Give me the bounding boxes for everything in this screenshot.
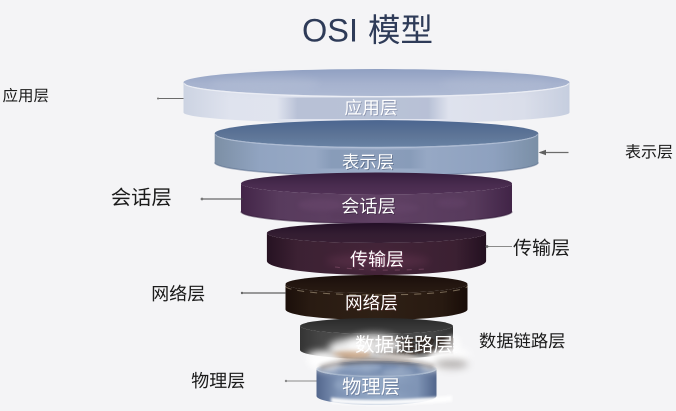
- svg-text:OSI: OSI: [302, 13, 358, 49]
